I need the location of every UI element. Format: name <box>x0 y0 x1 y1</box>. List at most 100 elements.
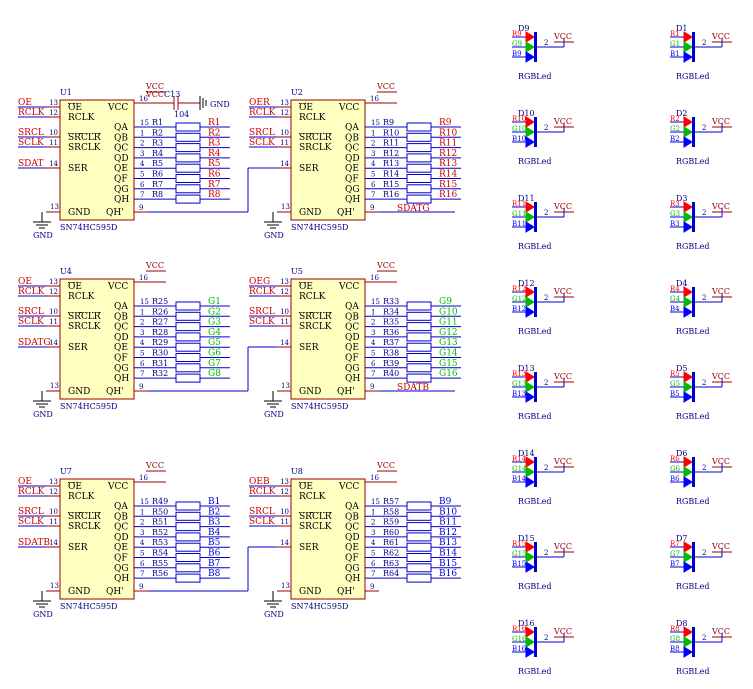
pin-name: QA <box>114 302 128 312</box>
ic-body <box>59 478 135 600</box>
pin-number: 1 <box>140 508 144 516</box>
led-diode <box>525 31 535 43</box>
led-diode <box>525 476 535 488</box>
led-part: RGBLed <box>676 242 709 251</box>
net-label: G2 <box>208 307 221 317</box>
resistor-ref: R25 <box>152 297 168 306</box>
resistor-ref: R27 <box>152 318 168 327</box>
pin-number: 2 <box>702 634 706 642</box>
pin-name: QA <box>345 302 359 312</box>
led-net-label: R8 <box>670 625 680 633</box>
led-common-bar <box>692 372 695 402</box>
net-label: R6 <box>208 170 221 180</box>
pin-number: 2 <box>702 39 706 47</box>
net-label-rclk: RCLK <box>249 108 276 118</box>
led-diode <box>683 211 693 223</box>
led-ref: D1 <box>676 24 688 33</box>
resistor-ref: R3 <box>152 139 163 148</box>
net-label: B15 <box>439 559 457 569</box>
pin-number: 7 <box>140 570 144 578</box>
pin-number: 3 <box>140 529 144 537</box>
led-diode <box>525 221 535 233</box>
resistor-ref: R63 <box>383 559 399 568</box>
pin-name: SRCLR <box>68 512 101 522</box>
ic-part: SN74HC595D <box>291 402 348 411</box>
resistor-ref: R12 <box>383 149 399 158</box>
led-net-label: B1 <box>670 50 680 58</box>
pin-name: SRCLK <box>68 143 101 153</box>
resistor-ref: R33 <box>383 297 399 306</box>
led-net-label: R7 <box>670 540 680 548</box>
pin-number: 14 <box>280 539 289 547</box>
pin-number: 7 <box>371 370 375 378</box>
resistor <box>175 332 201 342</box>
led-net-label: B4 <box>670 305 680 313</box>
led-net-label: G1 <box>670 40 680 48</box>
pin-number: 4 <box>140 539 145 547</box>
pin-number: 2 <box>702 209 706 217</box>
led-diode <box>683 551 693 563</box>
resistor-ref: R64 <box>383 569 399 578</box>
pin-number: 2 <box>702 464 706 472</box>
led-net-label: G3 <box>670 210 680 218</box>
resistor-ref: R54 <box>152 549 168 558</box>
led-net-label: B14 <box>512 475 527 483</box>
pin-number: 5 <box>371 550 375 558</box>
pin-number: 1 <box>140 129 144 137</box>
pin-name-vcc: VCC <box>107 282 128 292</box>
pin-number: 16 <box>370 274 379 282</box>
pin-name: QF <box>345 354 359 364</box>
net-label-srcl: SRCL <box>18 307 44 317</box>
pin-number: 14 <box>280 160 289 168</box>
pin-number: 14 <box>49 339 58 347</box>
resistor <box>175 532 201 542</box>
pin-name: QB <box>345 512 359 522</box>
resistor <box>175 174 201 183</box>
led-ref: D6 <box>676 449 688 458</box>
led-diode <box>525 551 535 563</box>
vcc-label: VCC <box>553 542 572 551</box>
led-ref: D7 <box>676 534 688 543</box>
vcc-label: VCC <box>711 457 730 466</box>
resistor <box>175 322 201 332</box>
pin-name: QA <box>345 502 359 512</box>
resistor <box>406 373 432 383</box>
pin-number: 1 <box>371 308 375 316</box>
led-common-bar <box>534 372 537 402</box>
resistor-ref: R61 <box>383 538 399 547</box>
net-label: B10 <box>439 507 457 517</box>
led-ref: D2 <box>676 109 688 118</box>
net-label: R3 <box>208 139 221 149</box>
pin-number: 10 <box>280 129 289 137</box>
pin-name: QC <box>345 323 359 333</box>
resistor <box>175 553 201 562</box>
pin-name-gnd: GND <box>68 387 90 397</box>
resistor <box>175 542 201 552</box>
vcc-label: VCC <box>553 457 572 466</box>
resistor <box>406 332 432 342</box>
resistor-ref: R53 <box>152 538 168 547</box>
pin-number: 9 <box>139 383 143 391</box>
ic-part: SN74HC595D <box>60 402 117 411</box>
pin-number: 10 <box>280 308 289 316</box>
pin-number: 2 <box>544 464 548 472</box>
vcc-label: VCC <box>711 372 730 381</box>
pin-number: 15 <box>371 119 380 127</box>
net-label-srcl: SRCL <box>18 507 44 517</box>
net-label: G10 <box>439 307 458 317</box>
pin-number: 1 <box>371 129 375 137</box>
net-label-srcl: SRCL <box>249 507 275 517</box>
pin-name: QG <box>114 185 129 195</box>
pin-name: RCLK <box>299 113 326 123</box>
net-label: R11 <box>439 139 457 149</box>
resistor-ref: R38 <box>383 349 399 358</box>
pin-number: 9 <box>370 383 374 391</box>
pin-number: 5 <box>140 550 144 558</box>
pin-name: QD <box>114 333 129 343</box>
pin-name-vcc: VCC <box>107 103 128 113</box>
pin-number: 5 <box>140 350 144 358</box>
pin-number: 16 <box>370 474 379 482</box>
led-diode <box>525 306 535 318</box>
pin-number: 13 <box>281 382 290 390</box>
